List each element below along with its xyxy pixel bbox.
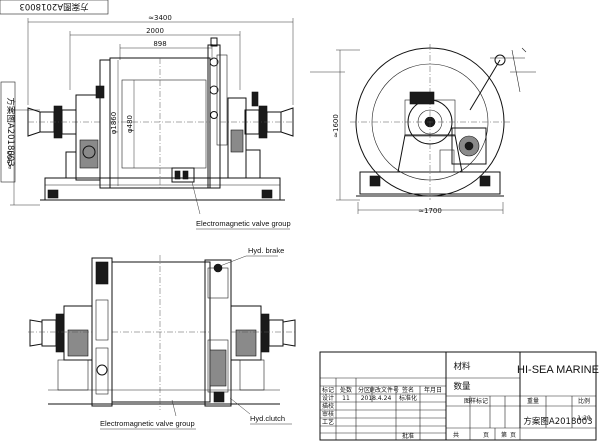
side-base-frame	[359, 171, 501, 195]
stamp-text-side: 方案图A2018003	[5, 97, 16, 166]
callout-evg-bottom: Electromagnetic valve group	[100, 419, 195, 428]
rev-header-3: 更改文件号	[369, 386, 399, 394]
rev-header-5: 年月日	[424, 386, 442, 394]
plan-right-warping-head	[230, 305, 296, 391]
dim-text-flange-dia: φ1860	[110, 112, 118, 134]
drum: φ1860 φ480	[99, 37, 228, 190]
rev-header-0: 标记	[322, 386, 334, 394]
dim-text-drum-barrel: 898	[153, 40, 166, 48]
drawing-number-stamp: 方案图A2018003 方案图A2018003	[0, 0, 109, 183]
designer-name: 11	[342, 395, 350, 402]
dim-text-barrel-dia: φ480	[126, 115, 134, 133]
dim-side-height: ≈1600	[332, 49, 360, 201]
dim-overall-width: ≈3400	[27, 14, 294, 105]
sheet-total-suffix: 页	[483, 432, 489, 439]
stamp-text-top: 方案图A2018003	[19, 1, 88, 12]
sheet-total-prefix: 共	[453, 431, 459, 439]
left-warping-head	[27, 85, 105, 181]
sheet-current-suffix: 页	[510, 432, 516, 439]
base-frame	[44, 177, 281, 201]
dim-text-side-width: ≈1700	[418, 207, 442, 215]
front-view: ≈3400 2000 898 ≈900	[6, 14, 294, 230]
rev-header-1: 处数	[340, 386, 352, 394]
design-date: 2018.4.24	[361, 395, 392, 402]
valve-group-front	[171, 167, 195, 183]
sheet-current-prefix: 第	[501, 431, 507, 439]
stage-label: 图样标记	[464, 397, 488, 405]
rev-header-2: 分区	[358, 386, 370, 394]
approve-label: 批准	[402, 432, 414, 440]
dim-text-overall-width: ≈3400	[148, 14, 172, 22]
dim-text-side-height: ≈1600	[332, 114, 340, 138]
plan-left-warping-head	[28, 305, 93, 391]
right-warping-head	[220, 91, 294, 179]
rev-header-4: 签名	[402, 386, 414, 394]
dim-drum-length: 2000	[69, 27, 241, 90]
role-design: 设计	[322, 394, 334, 402]
quantity-label: 数量	[453, 381, 471, 392]
role-review: 审核	[322, 410, 334, 418]
callout-hyd-clutch: Hyd.clutch	[250, 414, 285, 423]
side-view: ≈1600 ≈1700	[310, 44, 536, 215]
dim-text-height-left: ≈900	[6, 150, 14, 169]
role-process: 工艺	[322, 418, 334, 426]
dim-drum-barrel: 898	[119, 40, 213, 60]
scale-label: 比例	[578, 397, 590, 405]
dim-height-left: ≈900	[6, 109, 40, 206]
material-label: 材料	[453, 361, 471, 372]
company-name: HI-SEA MARINE	[517, 364, 599, 376]
drawing-number: 方案图A2018003	[523, 416, 592, 427]
dim-side-width: ≈1700	[357, 202, 504, 215]
dim-text-drum-length: 2000	[146, 27, 164, 35]
title-block: 标记 处数 分区 更改文件号 签名 年月日 设计 11 2018.4.24 标准…	[319, 351, 599, 441]
callout-evg-top: Electromagnetic valve group	[196, 219, 291, 228]
weight-label: 重量	[527, 397, 539, 405]
scale-value: 1:20	[577, 415, 591, 422]
role-check: 描校	[322, 402, 334, 410]
callout-hyd-brake: Hyd. brake	[248, 246, 284, 255]
plan-view: Hyd. brake Electromagnetic valve group H…	[28, 246, 296, 430]
standardize-label: 标准化	[399, 394, 417, 402]
